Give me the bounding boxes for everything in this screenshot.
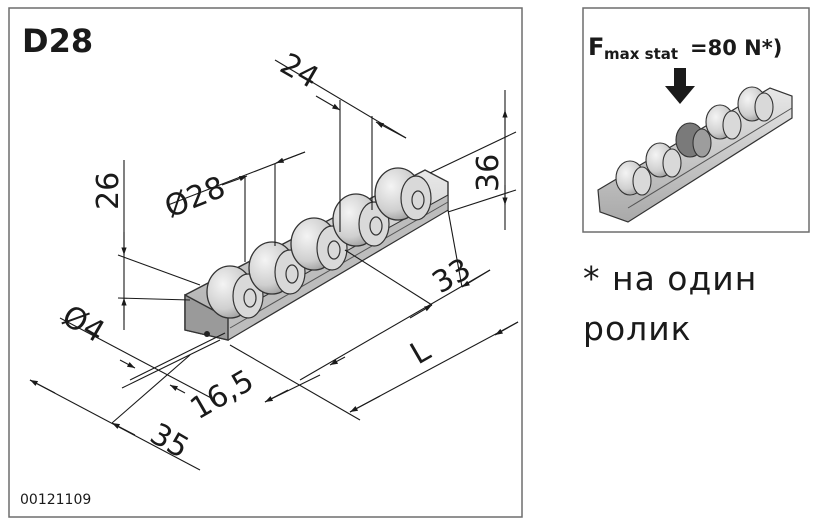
force-symbol: F [588,33,604,61]
drawing-code: 00121109 [20,492,91,508]
dim-diameter-28: Ø28 [160,170,230,226]
roller-conveyor-drawing [184,167,449,341]
footnote-line-1: * на один [583,259,758,298]
dimension-lines [29,59,519,471]
down-arrow-icon [665,68,695,104]
load-label: F max stat =80 N*) [588,33,782,63]
dim-24: 24 [274,47,325,96]
drawing-title: D28 [22,22,93,60]
main-panel-frame [8,7,523,518]
force-value: =80 N*) [690,36,782,60]
dim-36: 36 [471,154,506,192]
dim-35: 35 [144,417,195,466]
dim-16-5: 16,5 [185,363,260,427]
load-panel-frame [582,7,810,233]
roller-conveyor-mini-drawing [597,86,793,223]
force-subscript: max stat [604,45,678,63]
roller-5 [374,167,432,221]
dim-33: 33 [427,252,478,301]
footnote-line-2: ролик [583,309,692,348]
dim-L: L [405,333,437,372]
dim-diameter-4: Ø4 [56,299,110,351]
dim-26: 26 [91,172,126,210]
